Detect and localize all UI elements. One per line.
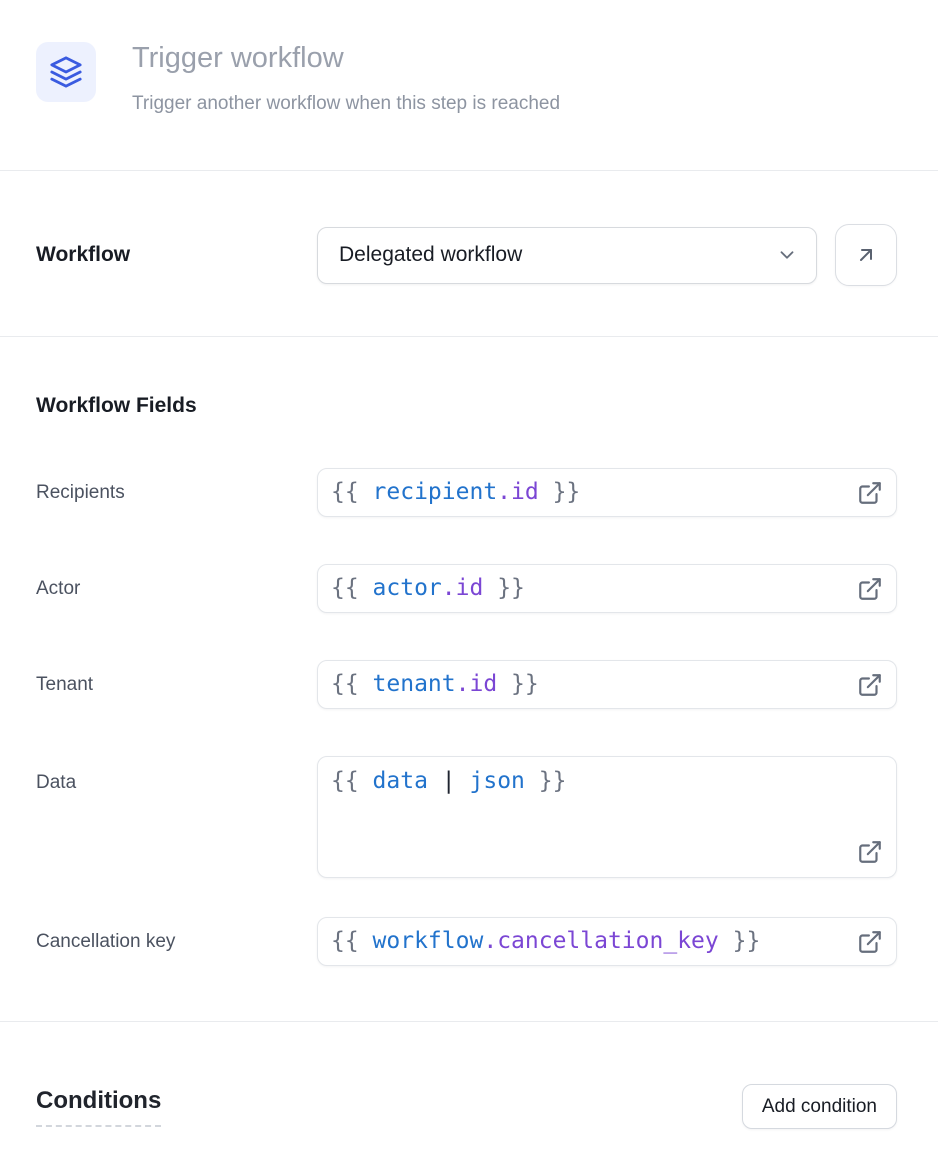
external-link-icon[interactable] [857, 576, 883, 602]
code-segment: json [469, 768, 525, 795]
field-row: Data {{ data | json }} [36, 756, 897, 879]
field-row: Cancellation key {{ workflow.cancellatio… [36, 917, 897, 967]
field-row: Recipients {{ recipient.id }} [36, 468, 897, 518]
code-segment: id [469, 671, 498, 698]
code-segment: }} [718, 928, 761, 955]
conditions-section: Conditions Add condition [36, 1084, 897, 1169]
external-link-icon[interactable] [857, 672, 883, 698]
page-subtitle: Trigger another workflow when this step … [132, 93, 561, 115]
field-code-input[interactable]: {{ tenant.id }} [317, 660, 897, 710]
code-segment: cancellation_key [497, 928, 719, 955]
code-segment: }} [483, 575, 525, 602]
divider [0, 1021, 938, 1023]
workflow-select[interactable]: Delegated workflow [317, 226, 817, 284]
header-text: Trigger workflow Trigger another workflo… [132, 42, 560, 115]
external-link-icon[interactable] [857, 839, 883, 865]
fields-list: Recipients {{ recipient.id }} Actor {{ a… [36, 468, 897, 967]
conditions-heading: Conditions [36, 1087, 162, 1127]
field-code-input[interactable]: {{ actor.id }} [317, 564, 897, 614]
workflow-select-row: Workflow Delegated workflow [36, 224, 897, 287]
workflow-fields-heading: Workflow Fields [36, 394, 197, 418]
code-segment [428, 768, 442, 794]
liquid-code: {{ actor.id }} [331, 574, 525, 603]
field-code-input[interactable]: {{ workflow.cancellation_key }} [317, 917, 897, 967]
code-segment: . [497, 479, 512, 506]
code-segment: {{ [331, 575, 373, 602]
step-icon-box [36, 42, 96, 102]
field-label: Tenant [36, 673, 94, 695]
field-code-input[interactable]: {{ data | json }} [317, 756, 897, 879]
field-label: Actor [36, 577, 81, 599]
field-label: Recipients [36, 481, 125, 503]
chevron-down-icon [776, 244, 798, 266]
liquid-code: {{ data | json }} [331, 767, 566, 796]
code-segment: id [455, 575, 484, 602]
code-segment: recipient [372, 479, 498, 506]
code-segment: | [441, 768, 456, 795]
add-condition-button[interactable]: Add condition [741, 1084, 897, 1130]
field-row: Tenant {{ tenant.id }} [36, 660, 897, 710]
page-title: Trigger workflow [132, 42, 344, 74]
divider [0, 170, 938, 172]
code-segment: . [441, 575, 456, 602]
code-segment: actor [372, 575, 442, 602]
code-segment: {{ [331, 768, 373, 795]
external-link-icon[interactable] [857, 480, 883, 506]
field-label: Data [36, 772, 77, 794]
field-code-input[interactable]: {{ recipient.id }} [317, 468, 897, 518]
open-workflow-button[interactable] [835, 224, 897, 287]
workflow-label: Workflow [36, 243, 131, 267]
code-segment: {{ [331, 671, 373, 698]
liquid-code: {{ recipient.id }} [331, 478, 580, 507]
arrow-up-right-icon [854, 243, 878, 267]
code-segment: . [483, 928, 498, 955]
code-segment: workflow [372, 928, 484, 955]
code-segment: }} [538, 479, 581, 506]
code-segment: . [455, 671, 470, 698]
liquid-code: {{ workflow.cancellation_key }} [331, 927, 760, 956]
code-segment: id [511, 479, 539, 506]
code-segment: {{ [331, 479, 373, 506]
external-link-icon[interactable] [857, 929, 883, 955]
workflow-selected-value: Delegated workflow [339, 243, 523, 267]
code-segment: }} [497, 671, 539, 698]
code-segment [456, 768, 470, 794]
panel-header: Trigger workflow Trigger another workflo… [0, 0, 938, 115]
field-row: Actor {{ actor.id }} [36, 564, 897, 614]
layers-icon [49, 55, 83, 89]
code-segment: data [372, 768, 428, 795]
liquid-code: {{ tenant.id }} [331, 670, 539, 699]
divider [0, 336, 938, 338]
code-segment: tenant [372, 671, 456, 698]
field-label: Cancellation key [36, 930, 176, 952]
code-segment: }} [524, 768, 567, 795]
code-segment: {{ [331, 928, 373, 955]
